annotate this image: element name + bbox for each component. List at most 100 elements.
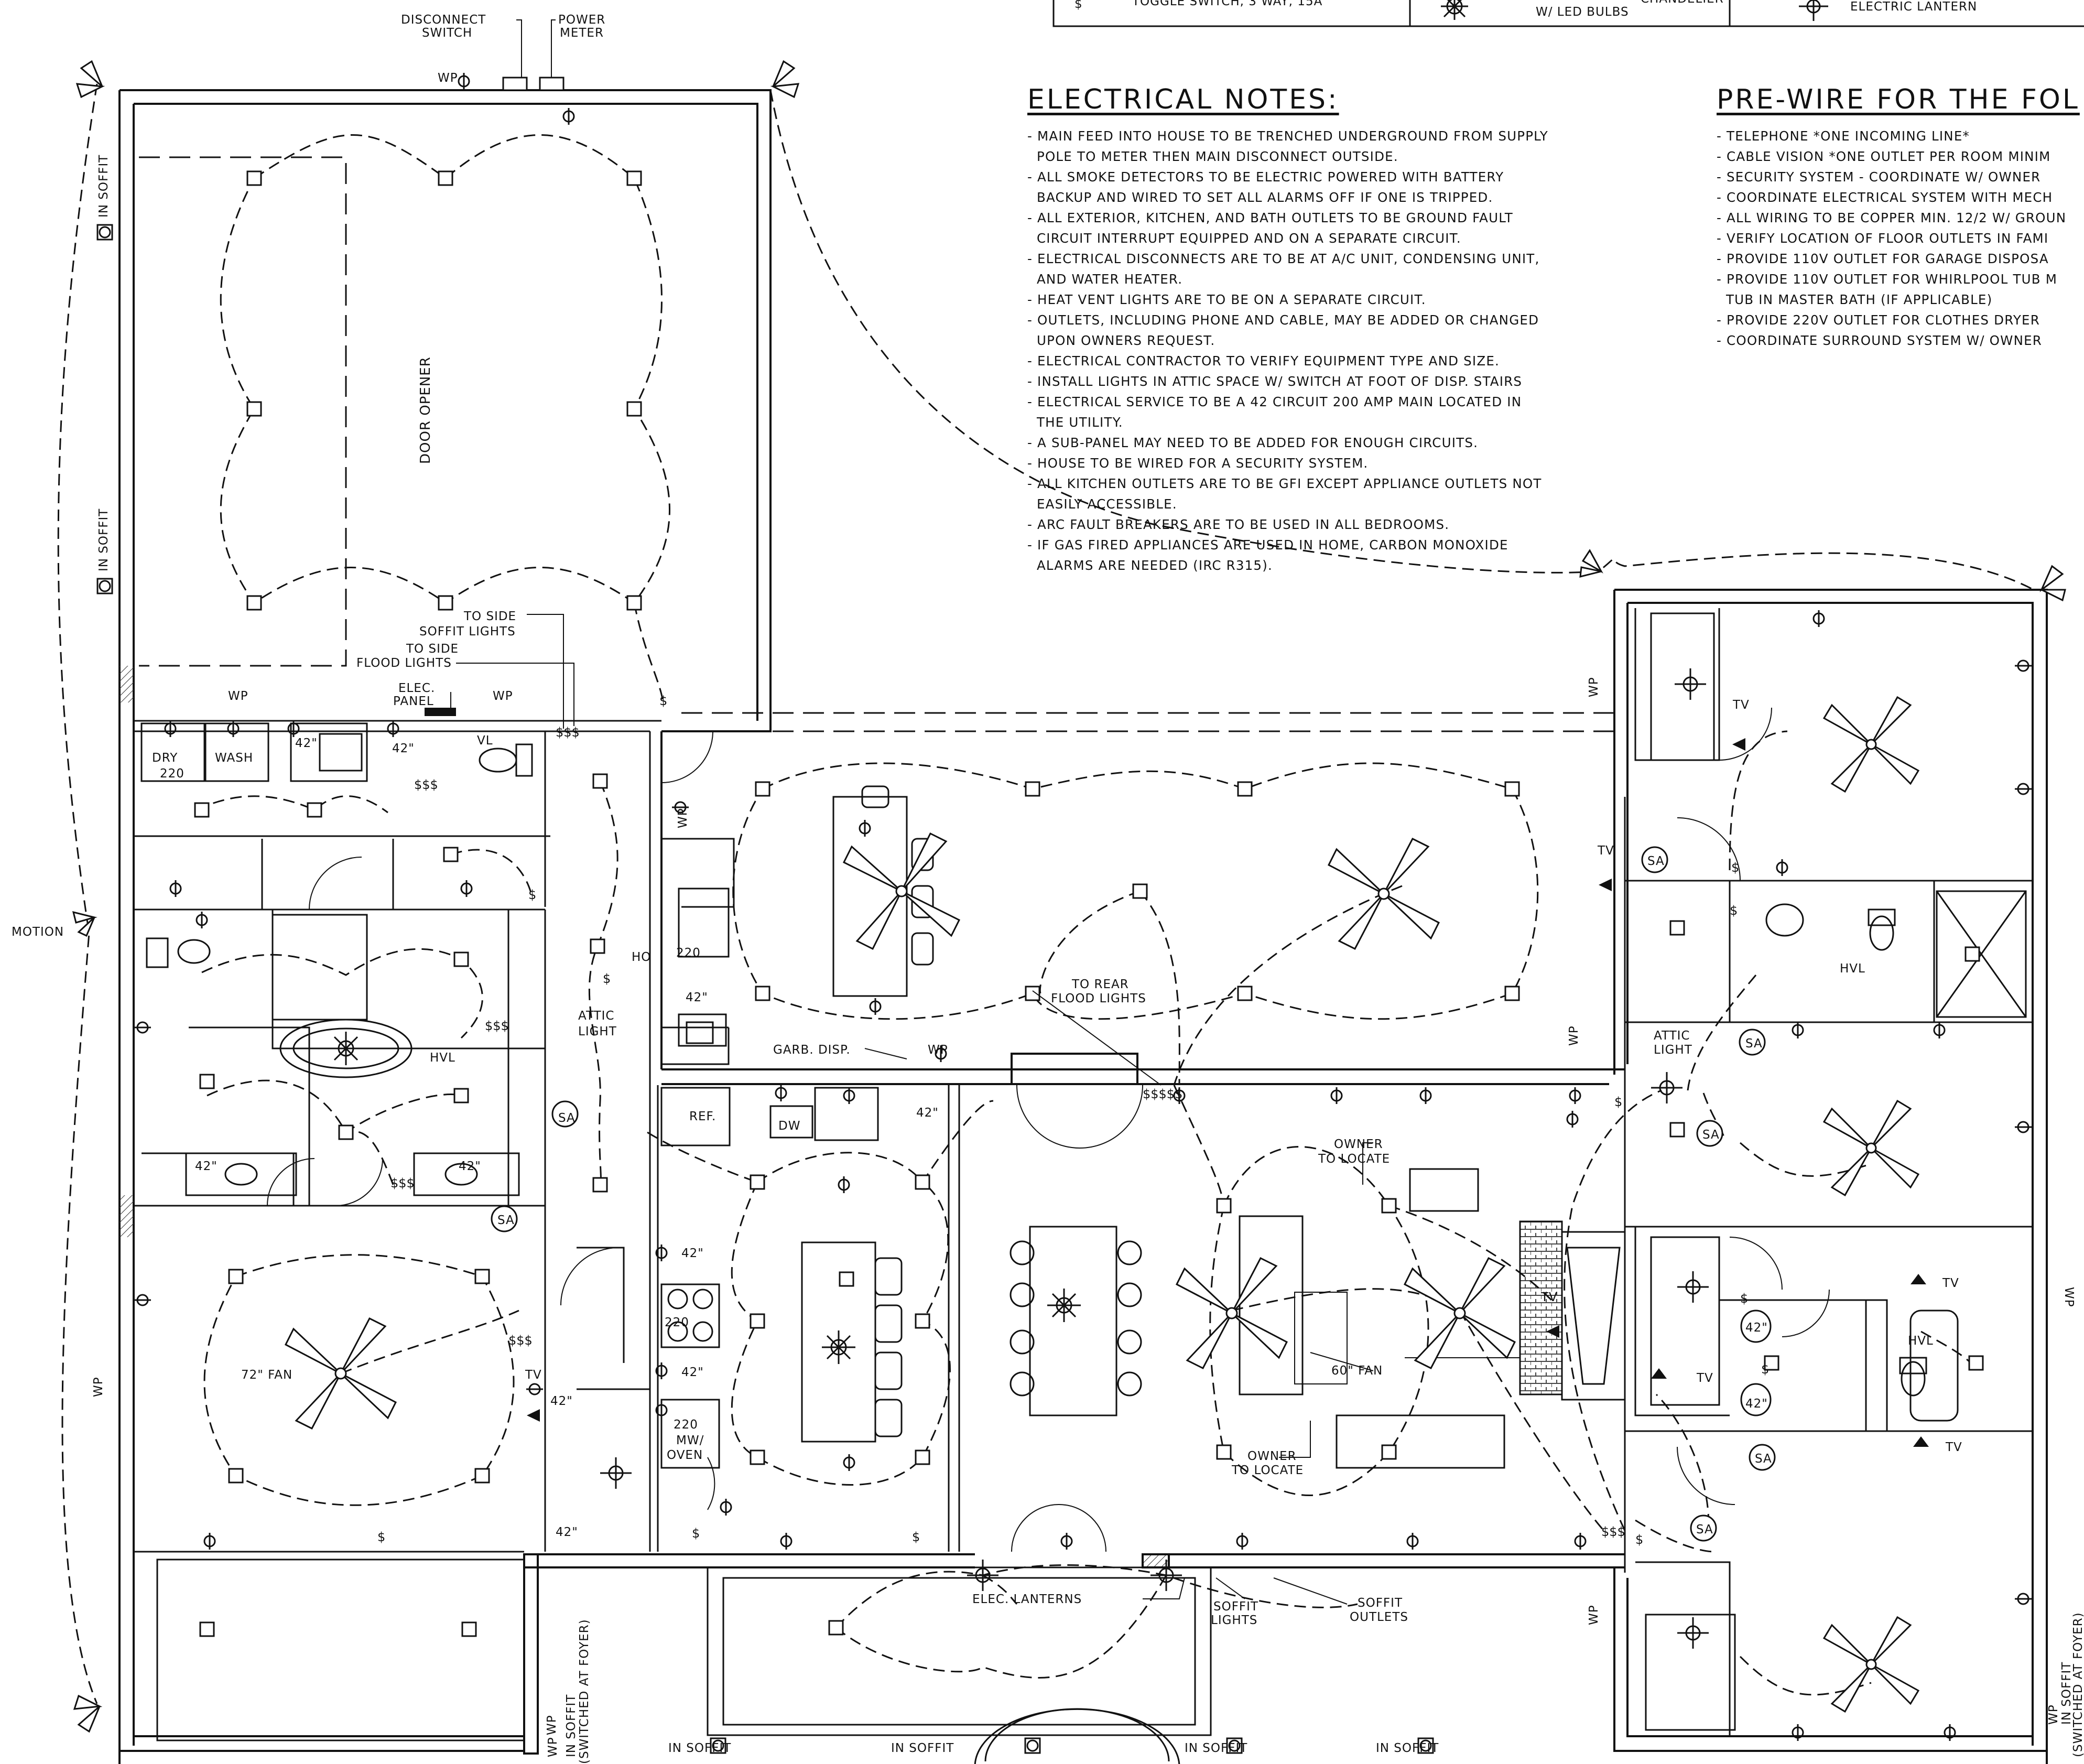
note-line: - ELECTRICAL CONTRACTOR TO VERIFY EQUIPM… — [1027, 353, 1500, 369]
label-tv: TV — [1942, 1276, 1959, 1290]
label-mw-2: OVEN — [667, 1448, 703, 1462]
prewire-line: - COORDINATE SURROUND SYSTEM W/ OWNER — [1717, 333, 2043, 348]
label-in-soffit: IN SOFFIT — [1376, 1741, 1439, 1755]
label-in-soffit: IN SOFFIT — [565, 1694, 578, 1757]
outlet-icon — [134, 1021, 151, 1034]
ceiling-fan-icon — [1822, 1616, 1920, 1713]
note-line: CIRCUIT INTERRUPT EQUIPPED AND ON A SEPA… — [1027, 231, 1461, 246]
outlet-icon — [1933, 1022, 1946, 1038]
label-soffit-lights-2: LIGHTS — [1211, 1614, 1257, 1627]
outlet-icon — [655, 1244, 668, 1261]
lantern-icon — [1677, 1617, 1709, 1649]
label-to-side-soffit-1: TO SIDE — [463, 610, 516, 623]
prewire-line: - VERIFY LOCATION OF FLOOR OUTLETS IN FA… — [1717, 231, 2049, 246]
outlet-icon — [859, 820, 871, 837]
doors — [267, 707, 1830, 1552]
prewire-line: - TELEPHONE *ONE INCOMING LINE* — [1717, 128, 1970, 144]
label-42: 42" — [550, 1394, 573, 1408]
label-wp: WP — [438, 71, 458, 85]
label-42: 42" — [195, 1160, 218, 1173]
smoke-alarms — [491, 846, 1776, 1542]
legend-item-switch: TOGGLE SWITCH, 3 WAY, 15A — [1132, 0, 1322, 8]
label-hvl: HVL — [1908, 1334, 1934, 1348]
label-soffit-lights-1: SOFFIT — [1213, 1600, 1258, 1614]
outlet-icon — [1173, 1087, 1186, 1104]
note-line: - ELECTRICAL SERVICE TO BE A 42 CIRCUIT … — [1027, 394, 1522, 409]
label-to-side-flood-2: FLOOD LIGHTS — [356, 656, 452, 670]
label-to-side-soffit-2: SOFFIT LIGHTS — [419, 625, 516, 638]
label-220: 220 — [665, 1316, 689, 1329]
prewire-notes: PRE-WIRE FOR THE FOL - TELEPHONE *ONE IN… — [1717, 84, 2083, 351]
smoke-alarm-icon — [1641, 846, 1668, 873]
switch-icon: $ — [1740, 1291, 1748, 1306]
label-wp: WP — [493, 689, 513, 703]
electrical-notes-list: - MAIN FEED INTO HOUSE TO BE TRENCHED UN… — [1027, 126, 1703, 576]
note-line: - ALL KITCHEN OUTLETS ARE TO BE GFI EXCE… — [1027, 476, 1542, 491]
outlet-icon — [287, 720, 300, 737]
ceiling-fan-icon — [842, 832, 961, 950]
switch-icon: $$$ — [390, 1176, 415, 1191]
outlet-icon — [1060, 1533, 1073, 1550]
prewire-list: - TELEPHONE *ONE INCOMING LINE* - CABLE … — [1717, 126, 2083, 351]
outlet-icon — [1792, 1022, 1804, 1038]
label-in-soffit: IN SOFFIT — [1185, 1741, 1247, 1755]
label-to-side-flood-1: TO SIDE — [406, 642, 459, 656]
label-sa: SA — [1696, 1523, 1713, 1536]
recessed-light-set — [194, 170, 1984, 1637]
label-elec-lanterns: ELEC. LANTERNS — [972, 1593, 1082, 1606]
label-disconnect-2: SWITCH — [422, 26, 472, 40]
note-line: - A SUB-PANEL MAY NEED TO BE ADDED FOR E… — [1027, 435, 1479, 450]
outlet-icon — [838, 1176, 850, 1193]
label-sa: SA — [497, 1214, 515, 1227]
label-soffit-outlets-1: SOFFIT — [1358, 1596, 1403, 1610]
note-line: - ALL EXTERIOR, KITCHEN, AND BATH OUTLET… — [1027, 210, 1513, 225]
lantern-icon — [1799, 0, 1828, 21]
outlet-icon — [1792, 1724, 1804, 1741]
note-line: ALARMS ARE NEEDED (IRC R315). — [1027, 558, 1273, 573]
label-tv: TV — [1597, 844, 1614, 858]
smoke-alarm-icon — [551, 1100, 579, 1128]
label-owner-1: OWNER — [1247, 1449, 1297, 1463]
label-wp: WP — [1587, 1605, 1601, 1625]
label-soffit-outlets-2: OUTLETS — [1350, 1610, 1408, 1624]
prewire-title: PRE-WIRE FOR THE FOL — [1717, 84, 2080, 115]
chandelier-icon — [329, 1032, 363, 1065]
note-line: - MAIN FEED INTO HOUSE TO BE TRENCHED UN… — [1027, 128, 1548, 144]
legend-item-lantern: ELECTRIC LANTERN — [1850, 0, 1977, 14]
label-dw: DW — [778, 1119, 800, 1133]
label-owner-1: OWNER — [1334, 1138, 1383, 1151]
outlet-icon — [2015, 783, 2032, 795]
soffit-lights — [96, 224, 1434, 1754]
exterior-walls — [118, 89, 2048, 1764]
label-tv: TV — [1945, 1441, 1962, 1454]
label-mw-1: MW/ — [676, 1434, 704, 1447]
ceiling-fan-icon — [1822, 696, 1920, 793]
prewire-line: - ALL WIRING TO BE COPPER MIN. 12/2 W/ G… — [1717, 210, 2067, 225]
label-door-opener: DOOR OPENER — [418, 356, 433, 464]
prewire-line: - CABLE VISION *ONE OUTLET PER ROOM MINI… — [1717, 149, 2051, 164]
electrical-notes: ELECTRICAL NOTES: - MAIN FEED INTO HOUSE… — [1027, 84, 1703, 576]
switches: $ $ $ $ $ $ $ $ $ $ $ $ $$$ $$$ $$$ $$$ … — [377, 694, 1769, 1547]
plan-labels: DISCONNECT SWITCH POWER METER IN SOFFIT … — [12, 13, 2084, 1764]
label-sa: SA — [1702, 1128, 1720, 1142]
label-wp: WP — [92, 1377, 105, 1397]
smoke-alarm-icon — [491, 1205, 518, 1232]
legend-strip: TOGGLE SWITCH, 3 WAY, 15A W/ LED BULBS C… — [1052, 0, 2084, 27]
label-tv: TV — [1696, 1371, 1713, 1385]
label-sa: SA — [1647, 854, 1665, 868]
note-line: - ARC FAULT BREAKERS ARE TO BE USED IN A… — [1027, 517, 1450, 532]
switch-icon: $$$ — [485, 1019, 509, 1033]
label-in-soffit: IN SOFFIT — [668, 1741, 731, 1755]
note-line: AND WATER HEATER. — [1027, 272, 1183, 287]
label-hvl: HVL — [430, 1051, 455, 1065]
label-220: 220 — [674, 1418, 698, 1432]
label-elec-panel-2: PANEL — [393, 695, 434, 708]
flood-lights — [72, 60, 2066, 1733]
label-in-soffit: IN SOFFIT — [2060, 1662, 2074, 1725]
note-line: - HEAT VENT LIGHTS ARE TO BE ON A SEPARA… — [1027, 292, 1426, 307]
lantern-icon — [1651, 1072, 1683, 1103]
smoke-alarm-icon — [1739, 1029, 1766, 1056]
lantern-icon — [1150, 1560, 1182, 1591]
label-wp: WP — [2047, 1704, 2060, 1725]
prewire-line: TUB IN MASTER BATH (IF APPLICABLE) — [1717, 292, 1993, 307]
